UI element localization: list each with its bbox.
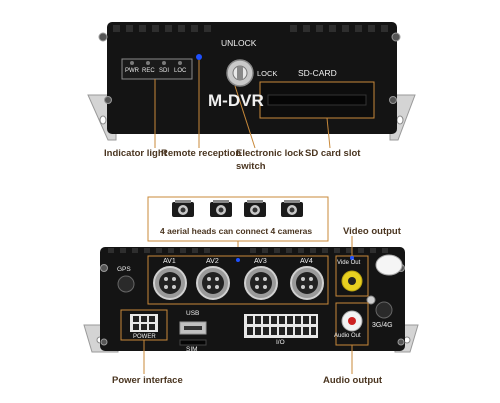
back-callout-lines	[143, 236, 353, 374]
camera-icon-4	[281, 200, 303, 217]
unlock-label: UNLOCK	[221, 38, 257, 48]
camera-icon-2	[210, 200, 232, 217]
callout-sd-card-slot: SD card slot	[305, 148, 361, 159]
front-screw-br	[389, 96, 397, 104]
av-blue-dot	[236, 258, 240, 262]
av3-connector	[244, 266, 278, 300]
callout-remote-reception: Remote reception	[161, 148, 242, 159]
camera-icon-3	[244, 200, 266, 217]
power-label: POWER	[133, 334, 156, 340]
led-label-sdi: SDI	[159, 68, 170, 74]
av-connectors	[153, 266, 324, 300]
callout-switch: switch	[236, 161, 266, 172]
front-callout-lines	[154, 60, 331, 149]
back-heatsink-fins	[108, 248, 388, 253]
io-label: I/O	[276, 339, 285, 346]
av1-connector	[153, 266, 187, 300]
remote-ir-receiver	[196, 54, 202, 60]
sim-slot[interactable]	[179, 339, 207, 346]
led-rec	[146, 61, 150, 65]
camera-icon-1	[172, 200, 194, 217]
sd-card-label: SD-CARD	[298, 68, 337, 78]
front-right-screw-hole	[396, 115, 404, 125]
brand-label: M-DVR	[208, 91, 264, 110]
callout-audio-output: Audio output	[323, 375, 383, 386]
net-antenna-port[interactable]	[375, 301, 393, 319]
led-pwr	[130, 61, 134, 65]
led-sdi	[162, 61, 166, 65]
gps-port[interactable]	[117, 275, 135, 293]
callout-electronic-lock: Electronic lock	[236, 148, 304, 159]
led-label-loc: LOC	[174, 68, 187, 74]
led-label-rec: REC	[142, 68, 155, 74]
av2-connector	[196, 266, 230, 300]
av4-connector	[290, 266, 324, 300]
front-heatsink-fins	[113, 25, 388, 32]
callout-video-output: Video output	[343, 226, 401, 237]
net-label: 3G/4G	[372, 322, 393, 329]
led-panel	[121, 58, 193, 80]
front-screw-tr	[391, 32, 401, 42]
audio-out-label: Audio Out	[334, 333, 361, 339]
sim-label: SIM	[186, 346, 198, 353]
front-screw-bl	[104, 96, 112, 104]
led-loc	[178, 61, 182, 65]
camera-icons	[172, 200, 303, 217]
callout-aerial-heads: 4 aerial heads can connect 4 cameras	[160, 226, 313, 236]
av1-label: AV1	[163, 258, 176, 265]
network-badge-icon	[375, 254, 403, 276]
led-label-pwr: PWR	[125, 68, 139, 74]
video-out-label: Vide Out	[337, 260, 361, 266]
av2-label: AV2	[206, 258, 219, 265]
gps-label: GPS	[117, 266, 131, 273]
callout-indicator-light: Indicator light	[104, 148, 167, 159]
front-left-screw-hole	[99, 115, 107, 125]
av4-label: AV4	[300, 258, 313, 265]
usb-label: USB	[186, 310, 200, 317]
front-screw-tl	[98, 32, 108, 42]
callout-power-interface: Power interface	[112, 375, 183, 386]
av-group-outline	[147, 255, 329, 305]
av3-label: AV3	[254, 258, 267, 265]
lock-label: LOCK	[257, 69, 278, 78]
